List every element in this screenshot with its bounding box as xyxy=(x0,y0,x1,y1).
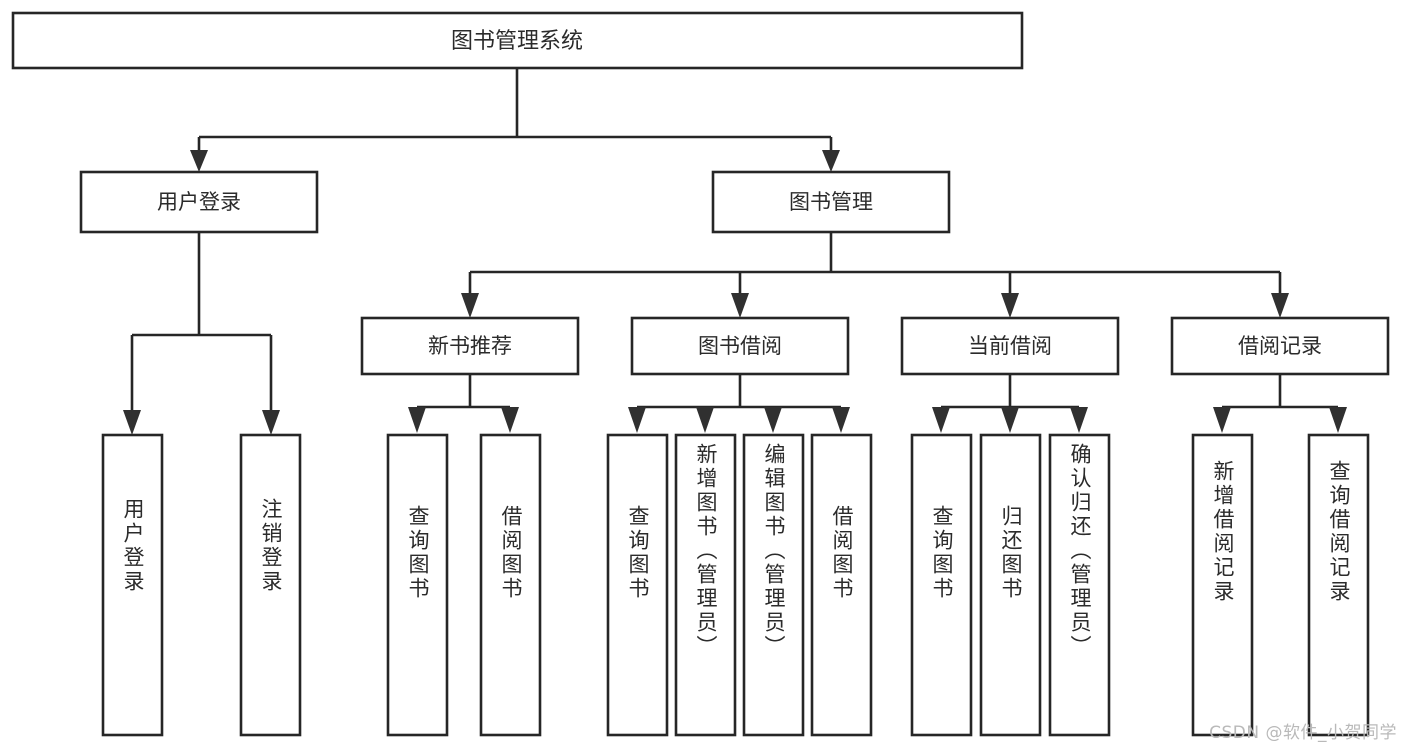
arrowhead-user-login xyxy=(190,150,208,172)
node-book-manage-label: 图书管理 xyxy=(789,190,873,214)
node-book-manage-box[interactable] xyxy=(711,170,951,234)
node-current-borrow-label: 当前借阅 xyxy=(968,334,1052,358)
connector-group-borrow-record xyxy=(1213,374,1347,433)
node-book-borrow[interactable]: 图书借阅 xyxy=(630,316,850,376)
csdn-watermark: CSDN @软件_小贺同学 xyxy=(1209,723,1397,743)
arrowhead-leaf-borrow-book-1 xyxy=(501,407,519,433)
arrowhead-leaf-edit-book xyxy=(764,407,782,433)
arrowhead-leaf-borrow-book-2 xyxy=(832,407,850,433)
node-root-label: 图书管理系统 xyxy=(451,29,583,54)
node-new-book-recommend-label: 新书推荐 xyxy=(428,334,512,358)
node-new-book-recommend-box[interactable] xyxy=(360,316,580,376)
node-leaf-user-logout-box[interactable] xyxy=(239,433,302,737)
arrowhead-book-manage xyxy=(822,150,840,172)
node-leaf-query-book-3-box[interactable] xyxy=(910,433,973,737)
connector-group-book-borrow xyxy=(628,374,850,433)
arrowhead-leaf-add-book xyxy=(696,407,714,433)
connector-group-root xyxy=(190,68,840,172)
node-user-login-box[interactable] xyxy=(79,170,319,234)
node-leaf-query-book-1-box[interactable] xyxy=(386,433,449,737)
node-book-borrow-label: 图书借阅 xyxy=(698,334,782,358)
arrowhead-leaf-user-logout xyxy=(262,410,280,435)
connector-group-book-manage xyxy=(461,232,1289,318)
node-borrow-record-label: 借阅记录 xyxy=(1238,334,1322,358)
node-borrow-record-box[interactable] xyxy=(1170,316,1390,376)
node-user-login-label: 用户登录 xyxy=(157,190,241,214)
connector-group-user-login xyxy=(123,232,280,435)
node-leaf-user-login-box[interactable] xyxy=(101,433,164,737)
node-book-manage[interactable]: 图书管理 xyxy=(711,170,951,234)
arrowhead-leaf-query-book-1 xyxy=(408,407,426,433)
arrowhead-leaf-user-login xyxy=(123,410,141,435)
node-book-borrow-box[interactable] xyxy=(630,316,850,376)
node-leaf-borrow-book-1-box[interactable] xyxy=(479,433,542,737)
arrowhead-book-borrow xyxy=(731,293,749,318)
node-current-borrow-box[interactable] xyxy=(900,316,1120,376)
node-leaf-query-record-box[interactable] xyxy=(1307,433,1370,737)
arrowhead-current-borrow xyxy=(1001,293,1019,318)
node-borrow-record[interactable]: 借阅记录 xyxy=(1170,316,1390,376)
arrowhead-leaf-query-record xyxy=(1329,407,1347,433)
arrowhead-leaf-confirm-return xyxy=(1070,407,1088,433)
node-root[interactable]: 图书管理系统 xyxy=(11,11,1024,70)
node-current-borrow[interactable]: 当前借阅 xyxy=(900,316,1120,376)
arrowhead-leaf-query-book-2 xyxy=(628,407,646,433)
arrowhead-new-book-recommend xyxy=(461,293,479,318)
node-leaf-add-book-box[interactable] xyxy=(674,433,737,737)
node-leaf-query-book-2-box[interactable] xyxy=(606,433,669,737)
arrowhead-leaf-add-record xyxy=(1213,407,1231,433)
node-leaf-edit-book-box[interactable] xyxy=(742,433,805,737)
connector-group-new-book-recommend xyxy=(408,374,519,433)
node-leaf-borrow-book-2-box[interactable] xyxy=(810,433,873,737)
node-root-box[interactable] xyxy=(11,11,1024,70)
node-new-book-recommend[interactable]: 新书推荐 xyxy=(360,316,580,376)
node-leaf-confirm-return-box[interactable] xyxy=(1048,433,1111,737)
node-user-login[interactable]: 用户登录 xyxy=(79,170,319,234)
node-leaf-return-book-box[interactable] xyxy=(979,433,1042,737)
node-leaf-add-record-box[interactable] xyxy=(1191,433,1254,737)
arrowhead-leaf-query-book-3 xyxy=(932,407,950,433)
arrowhead-borrow-record xyxy=(1271,293,1289,318)
connector-group-current-borrow xyxy=(932,374,1088,433)
arrowhead-leaf-return-book xyxy=(1001,407,1019,433)
